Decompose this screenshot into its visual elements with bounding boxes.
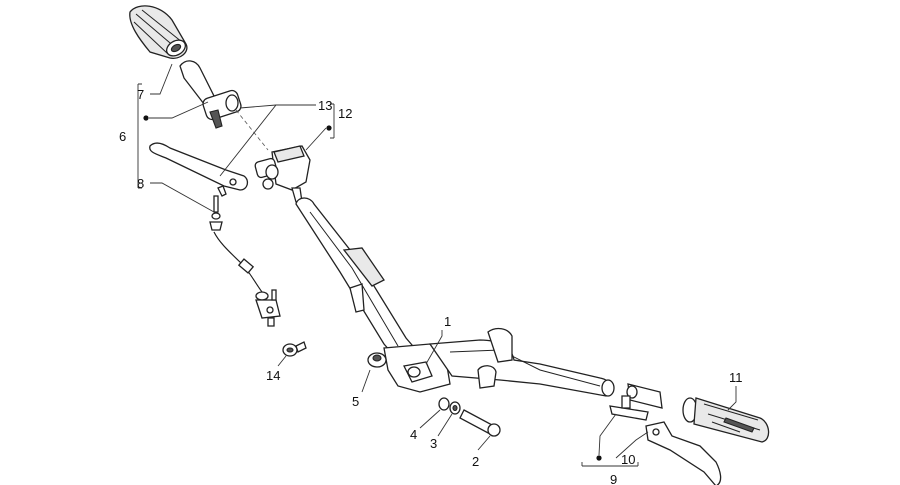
callout-12: 12 — [338, 106, 352, 121]
handlebar-frame-part — [295, 197, 615, 397]
callout-4: 4 — [410, 427, 417, 442]
throttle-housing-part — [179, 60, 242, 129]
callout-10: 10 — [621, 452, 635, 467]
right-grip-part — [682, 397, 770, 443]
callout-6: 6 — [119, 129, 126, 144]
left-brake-lever-part — [149, 142, 249, 197]
callout-13: 13 — [318, 98, 332, 113]
bushing-part — [367, 352, 387, 368]
brake-hose-part — [209, 195, 281, 327]
callout-9: 9 — [610, 472, 617, 485]
callout-3: 3 — [430, 436, 437, 451]
master-cylinder-part — [254, 145, 311, 203]
callout-11: 11 — [729, 370, 743, 385]
right-brake-lever-part — [645, 421, 722, 485]
callout-14: 14 — [266, 368, 280, 383]
callout-8: 8 — [137, 176, 144, 191]
right-lever-bracket-part — [609, 383, 663, 421]
washer-part — [438, 397, 461, 415]
callout-7: 7 — [137, 87, 144, 102]
leader-lines — [137, 63, 737, 467]
callout-5: 5 — [352, 394, 359, 409]
callout-2: 2 — [472, 454, 479, 469]
bolt-part — [459, 409, 501, 437]
callout-1: 1 — [444, 314, 451, 329]
callout-labels: 1 2 3 4 5 6 7 8 9 10 11 12 13 14 — [119, 87, 743, 485]
screw-part — [282, 341, 307, 357]
left-grip-part — [129, 5, 188, 59]
